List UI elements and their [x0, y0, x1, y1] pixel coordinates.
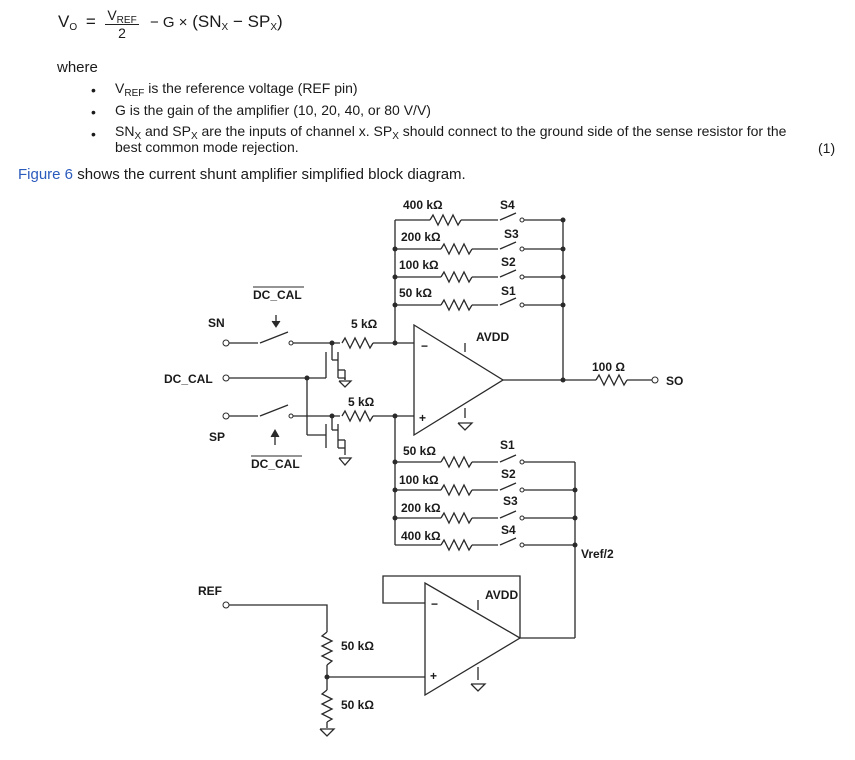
- buffer-minus: −: [431, 597, 438, 611]
- r5k-bot-label: 5 kΩ: [348, 395, 375, 409]
- sp-label: SP: [209, 430, 225, 444]
- top-feedback-network: 400 kΩ 200 kΩ 100 kΩ 50 kΩ S4 S3 S2 S1: [392, 198, 566, 380]
- sn-label: SN: [208, 316, 225, 330]
- resistor-icon: [429, 214, 462, 226]
- s3-bot-label: S3: [503, 494, 518, 508]
- s1-bot-label: S1: [500, 438, 515, 452]
- dc-cal-pin-label: DC_CAL: [164, 372, 213, 386]
- s4-bot-label: S4: [501, 523, 516, 537]
- avdd-top-label: AVDD: [476, 330, 509, 344]
- equation-number: (1): [818, 140, 836, 156]
- resistor-icon: [440, 512, 473, 524]
- s4-top-label: S4: [500, 198, 515, 212]
- bullet-inputs-line2: best common mode rejection.: [115, 139, 299, 155]
- r100-out-label: 100 Ω: [592, 360, 625, 374]
- figure-6-link[interactable]: Figure 6: [18, 166, 74, 183]
- resistor-icon: [440, 484, 473, 496]
- where-label: where: [57, 59, 98, 76]
- reference-buffer: − + AVDD REF 50 kΩ 50 kΩ: [198, 575, 575, 737]
- s2-bot-label: S2: [501, 467, 516, 481]
- bullet-dot: •: [91, 126, 96, 142]
- s3-top-label: S3: [504, 227, 519, 241]
- dc-cal-top-label: DC_CAL: [253, 288, 302, 302]
- r5k-top-label: 5 kΩ: [351, 317, 378, 331]
- r50-top-label: 50 kΩ: [399, 286, 432, 300]
- ref-label: REF: [198, 584, 222, 598]
- r400-bot-label: 400 kΩ: [401, 529, 441, 543]
- r100-top-label: 100 kΩ: [399, 258, 439, 272]
- resistor-icon: [341, 337, 374, 349]
- resistor-icon: [440, 299, 473, 311]
- bullet-dot: •: [91, 82, 96, 98]
- resistor-icon: [440, 539, 473, 551]
- dc-cal-bot-label: DC_CAL: [251, 457, 300, 471]
- figure-ref-sentence: Figure 6 shows the current shunt amplifi…: [18, 166, 466, 183]
- dc-cal-pin-path: DC_CAL: [164, 372, 326, 436]
- vref2-label: Vref/2: [581, 547, 614, 561]
- s2-top-label: S2: [501, 255, 516, 269]
- so-label: SO: [666, 374, 683, 388]
- equation-rhs: − G × (SNX − SPX): [150, 12, 283, 33]
- resistor-icon: [341, 410, 374, 422]
- resistor-icon: [440, 271, 473, 283]
- resistor-icon: [440, 243, 473, 255]
- r100-bot-label: 100 kΩ: [399, 473, 439, 487]
- avdd-bot-label: AVDD: [485, 588, 518, 602]
- s1-top-label: S1: [501, 284, 516, 298]
- r50-bot-label: 50 kΩ: [403, 444, 436, 458]
- resistor-icon: [440, 456, 473, 468]
- sp-input-path: SP DC_CAL 5 kΩ: [209, 395, 414, 471]
- bullet-inputs: SNX and SPX are the inputs of channel x.…: [115, 123, 787, 142]
- bottom-gain-network: 50 kΩ 100 kΩ 200 kΩ 400 kΩ S1 S2 S3 S4 V…: [392, 416, 614, 638]
- r400-top-label: 400 kΩ: [403, 198, 443, 212]
- r50-ref1-label: 50 kΩ: [341, 639, 374, 653]
- output-op-amp: AVDD − + 100 Ω SO: [413, 323, 683, 437]
- equation-lhs: VO =: [58, 12, 96, 33]
- bullet-gain: G is the gain of the amplifier (10, 20, …: [115, 102, 431, 118]
- r50-ref2-label: 50 kΩ: [341, 698, 374, 712]
- bullet-dot: •: [91, 104, 96, 120]
- sn-input-path: SN DC_CAL 5 kΩ: [208, 286, 414, 388]
- op-amp-minus: −: [421, 339, 428, 353]
- equation-fraction: VREF 2: [105, 7, 139, 41]
- bullet-vref: VREF is the reference voltage (REF pin): [115, 80, 358, 99]
- buffer-plus: +: [430, 669, 437, 683]
- resistor-icon: [595, 374, 628, 386]
- r200-bot-label: 200 kΩ: [401, 501, 441, 515]
- op-amp-plus: +: [419, 411, 426, 425]
- r200-top-label: 200 kΩ: [401, 230, 441, 244]
